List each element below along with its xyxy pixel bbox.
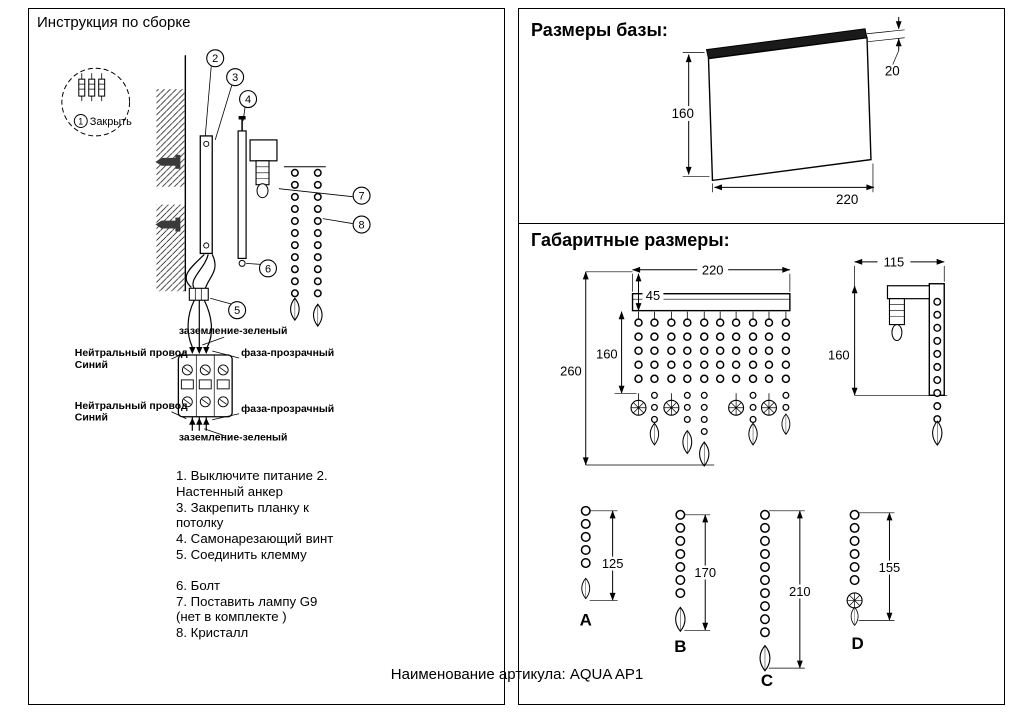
label-neutral-top-1: Нейтральный провод [75,348,188,359]
crystal-drop [781,413,791,435]
label-ground-bottom: заземление-зеленый [179,433,288,444]
wires [185,254,216,431]
wall-hatch-top [156,89,185,187]
rosette [846,592,863,609]
crystal-drop [312,303,323,327]
wire-arrows [189,347,210,425]
assembly-diagram: 1 Закрыть [61,49,371,444]
front-base-bar [631,293,791,312]
front-curtain-dim: 160 [596,346,618,361]
rosette [630,399,647,416]
base-dimensions-panel: Размеры базы: 160 220 [518,8,1005,224]
label-neutral-top-2: Синий [75,360,108,371]
anchor-icon [78,78,106,97]
strand-d-label: D [851,634,863,653]
mounting-bar [199,135,213,255]
side-lamp-bulb [891,324,903,342]
crystal-chains [290,168,322,307]
self-tapping-screw [238,116,246,120]
wall-hatch-bottom [156,204,185,292]
label-neutral-bottom-2: Синий [75,413,108,424]
assembly-title: Инструкция по сборке [37,14,191,31]
step-line: 7. Поставить лампу G9 [176,593,318,609]
side-height-dim: 160 [828,347,850,362]
callout-4: 4 [245,94,251,106]
label-neutral-bottom-1: Нейтральный провод [75,401,188,412]
callout-2: 2 [212,53,218,65]
assembly-steps: 1. Выключите питание 2. Настенный анкер … [176,468,333,641]
rosette [728,399,745,416]
callout-5: 5 [234,305,240,317]
label-phase-bottom: фаза-прозрачный [241,403,334,415]
strand-a-label: A [580,610,592,629]
step-line: потолку [176,515,224,531]
callouts: 2 3 4 5 6 7 8 [204,49,371,320]
base-diagram: 160 220 20 [666,16,905,207]
crystal-drop [699,441,710,467]
callout-6: 6 [265,263,271,275]
crystal-drop [932,420,943,446]
strand-c-length: 210 [789,584,811,599]
fringe-chains [650,391,790,445]
crystal-drop [748,422,758,446]
step-line: 6. Болт [176,577,221,593]
crystal-drop [581,577,591,600]
close-label: Закрыть [90,116,132,128]
base-plate [707,36,872,182]
close-callout-num: 1 [78,116,83,126]
step-line: Настенный анкер [176,483,283,499]
front-total-dim: 260 [560,363,582,378]
callout-7: 7 [359,191,365,203]
base-width-dim: 220 [836,192,858,207]
overall-dimensions-panel: Габаритные размеры: [518,223,1005,705]
step-line: 1. Выключите питание 2. [176,468,328,483]
base-depth-dim: 20 [885,63,900,78]
strand-b-length: 170 [694,565,716,580]
step-line: 3. Закрепить планку к [176,499,309,515]
base-dimensions-title: Размеры базы: [531,20,668,40]
wall-anchors [155,154,181,232]
crystal-drop [290,297,300,321]
strand-d-length: 155 [879,560,901,575]
crystal-drop [682,430,693,454]
wire-connector [188,287,209,301]
strand-c-label: C [761,671,773,690]
overall-diagram: 220 45 160 260 [560,254,948,690]
rosette [760,399,777,416]
front-offset-dim: 45 [646,288,660,303]
callout-3: 3 [232,72,238,84]
overall-dimensions-title: Габаритные размеры: [531,230,730,250]
fixture-plate [237,130,247,260]
anchor-detail-bubble: 1 Закрыть [61,67,132,137]
base-height-dim: 160 [672,106,694,121]
step-line: 8. Кристалл [176,625,249,641]
crystal-drop [850,606,859,626]
crystal-drop [649,422,660,446]
strand-details: 125 A 170 B [580,505,904,690]
article-name: Наименование артикула: AQUA AP1 [390,666,644,683]
side-view: 115 160 [828,254,948,446]
step-line: 5. Соединить клемму [176,546,307,562]
wiring-labels: заземление-зеленый Нейтральный провод Си… [75,326,334,444]
terminal-block [177,354,233,418]
lamp-assembly [249,139,278,199]
strand-b-label: B [674,637,686,656]
label-phase-top: фаза-прозрачный [241,347,334,359]
assembly-panel: Инструкция по сборке [28,8,505,705]
front-view: 220 45 160 260 [560,262,791,467]
bead-curtain [634,318,791,397]
bolt [238,259,246,267]
strand-a-length: 125 [602,556,624,571]
side-width-dim: 115 [884,254,905,269]
front-width-dim: 220 [702,262,724,277]
callout-8: 8 [359,220,365,232]
step-line: 4. Самонарезающий винт [176,531,334,547]
crystal-drop [675,606,686,632]
rosette [663,399,680,416]
label-ground-top: заземление-зеленый [179,326,288,337]
step-line: (нет в комплекте ) [176,609,287,625]
